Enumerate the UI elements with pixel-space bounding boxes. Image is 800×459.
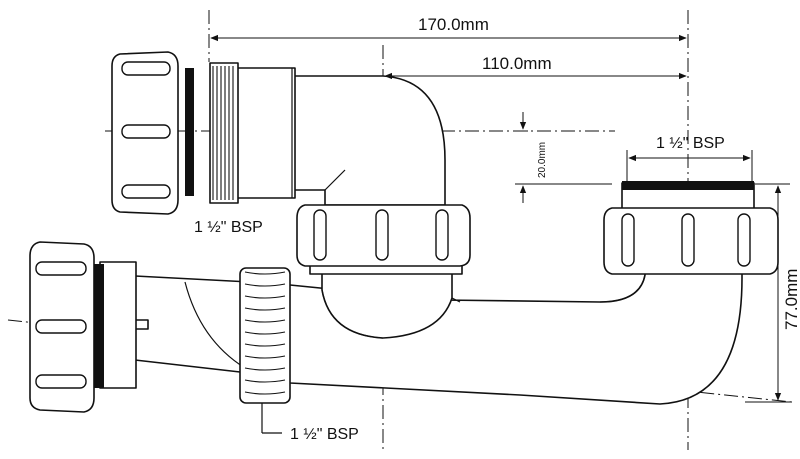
top-inlet-socket [234,67,296,199]
right-inlet-nut [603,207,779,275]
top-inlet-gasket [185,68,194,196]
dimension-inner-width: 110.0mm [384,54,687,80]
bottom-left-gasket [94,264,104,388]
top-inlet-nut [111,51,179,215]
bsp-label-bottom: 1 ½" BSP [290,426,359,443]
dimension-label-20: 20.0mm [537,142,548,178]
top-elbow [234,67,446,206]
right-inlet-socket [621,181,755,212]
dimension-overall-width: 170.0mm [210,15,687,42]
bsp-label-top-right: 1 ½" BSP [656,135,725,152]
bottom-thread [239,267,291,434]
bottom-left-socket [94,261,137,389]
right-inlet-gasket [622,181,754,190]
dimension-label-77: 77.0mm [782,269,800,330]
dimension-inlet-drop: 20.0mm [515,112,612,203]
bottom-left-nut [29,241,95,413]
dimension-label-110: 110.0mm [482,54,552,73]
top-inlet-thread [209,62,239,204]
s-bend-body [321,267,461,339]
dimension-label-170: 170.0mm [418,15,489,34]
dimension-height: 77.0mm [745,183,800,403]
bsp-label-top-left: 1 ½" BSP [194,219,263,236]
elbow-union-nut [296,204,471,275]
bsp-dimension-top-right: 1 ½" BSP [626,135,753,182]
